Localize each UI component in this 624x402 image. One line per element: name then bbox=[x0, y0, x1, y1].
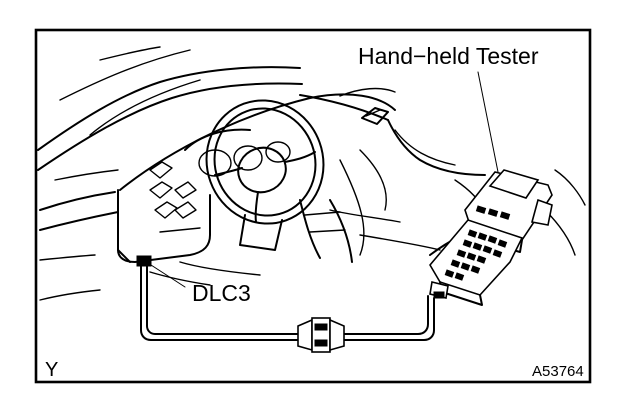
figure-frame bbox=[34, 28, 592, 384]
figure-code: A53764 bbox=[532, 363, 584, 380]
tester-label: Hand−held Tester bbox=[358, 43, 539, 69]
dlc3-label: DLC3 bbox=[192, 280, 251, 306]
car-interior-illustration bbox=[37, 46, 586, 301]
corner-letter: Y bbox=[45, 359, 58, 381]
dlc3-leader-line bbox=[150, 264, 186, 288]
dlc3-plug bbox=[136, 255, 152, 267]
hand-held-tester bbox=[429, 169, 553, 306]
tester-leader-line bbox=[477, 71, 499, 173]
keypad-keys bbox=[444, 229, 508, 281]
diagnostic-cable bbox=[136, 255, 435, 341]
cable-adapter bbox=[297, 317, 345, 353]
